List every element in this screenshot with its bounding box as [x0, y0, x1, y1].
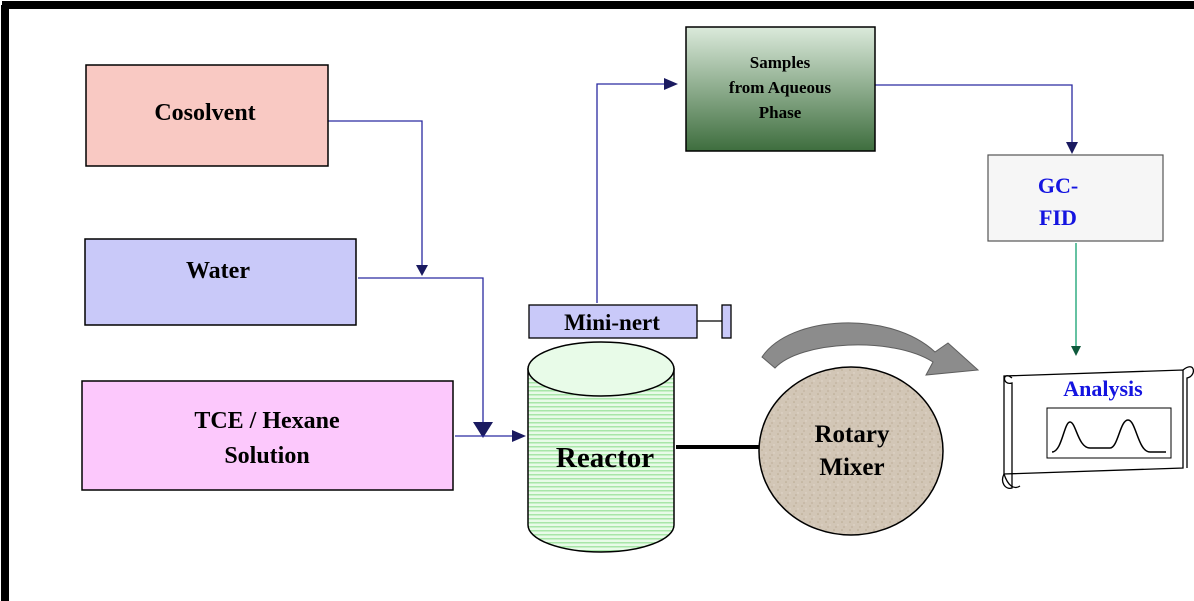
connector-water: [358, 277, 484, 430]
connector-to-gc: [866, 84, 1073, 148]
gc-label-line2: FID: [1039, 205, 1077, 230]
analysis-label: Analysis: [1063, 376, 1143, 401]
reactor-label: Reactor: [556, 442, 654, 474]
tce-label-line2: Solution: [224, 443, 309, 469]
chromatogram-trace-icon: [1051, 419, 1166, 453]
arrowhead-reactor: [512, 430, 526, 442]
arrowhead-analysis: [1071, 346, 1081, 356]
samples-label-line2: from Aqueous: [729, 78, 832, 97]
connector-sample-line: [596, 83, 672, 303]
samples-label-line3: Phase: [759, 103, 802, 122]
analysis-scroll: Analysis: [1001, 366, 1194, 489]
rotation-arrow-icon: [761, 322, 980, 376]
cosolvent-box: Cosolvent: [85, 64, 329, 167]
tce-hexane-box: TCE / Hexane Solution: [81, 380, 454, 491]
rotary-label-line1: Rotary: [815, 421, 890, 448]
arrowhead-gc: [1066, 142, 1078, 154]
tce-label-line1: TCE / Hexane: [194, 408, 340, 434]
rotary-mixer: Rotary Mixer: [758, 366, 944, 536]
rotary-label-line2: Mixer: [819, 454, 884, 481]
arrowhead-cosolvent: [416, 265, 428, 276]
connector-cosolvent: [328, 120, 423, 272]
water-label: Water: [186, 258, 250, 284]
gc-fid-box: GC- FID: [987, 154, 1164, 242]
gc-label-line1: GC-: [1038, 173, 1078, 198]
arrowhead-samples: [664, 78, 678, 90]
samples-box: Samples from Aqueous Phase: [685, 26, 876, 152]
reactor-cylinder: Reactor: [527, 341, 675, 553]
mininert-label: Mini-nert: [564, 310, 660, 335]
arrowhead-water: [473, 422, 493, 438]
chromatogram-frame: [1046, 407, 1172, 459]
flow-connectors: [328, 78, 1081, 449]
water-box: Water: [84, 238, 357, 326]
samples-label-line1: Samples: [750, 53, 811, 72]
cosolvent-label: Cosolvent: [154, 100, 255, 126]
mininert-valve: Mini-nert: [528, 304, 732, 339]
